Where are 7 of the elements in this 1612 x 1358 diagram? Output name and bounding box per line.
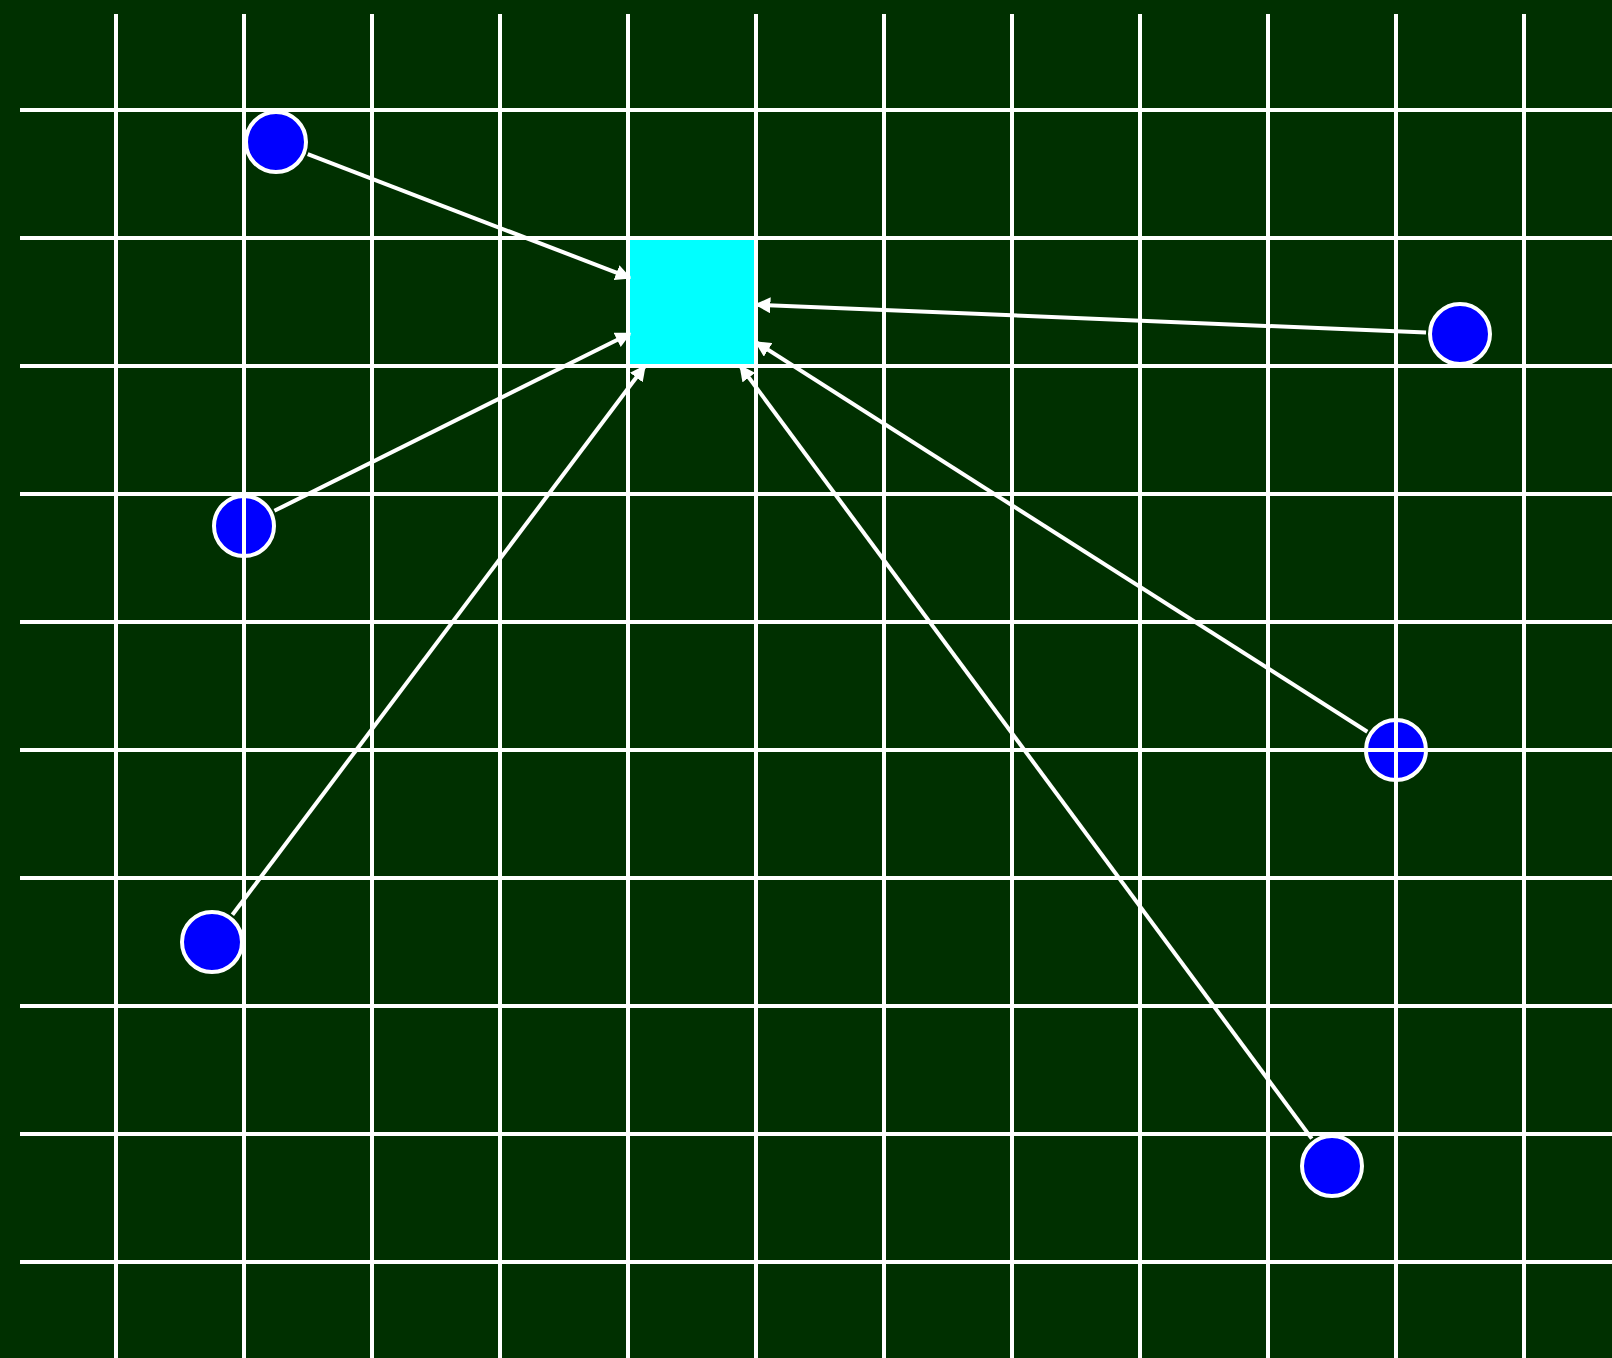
arrow bbox=[307, 152, 632, 281]
arrow bbox=[754, 297, 1427, 335]
arrow bbox=[273, 331, 632, 513]
arrow bbox=[230, 364, 647, 917]
arrow bbox=[738, 364, 1314, 1140]
square-node bbox=[630, 238, 756, 366]
arrow bbox=[754, 340, 1369, 734]
